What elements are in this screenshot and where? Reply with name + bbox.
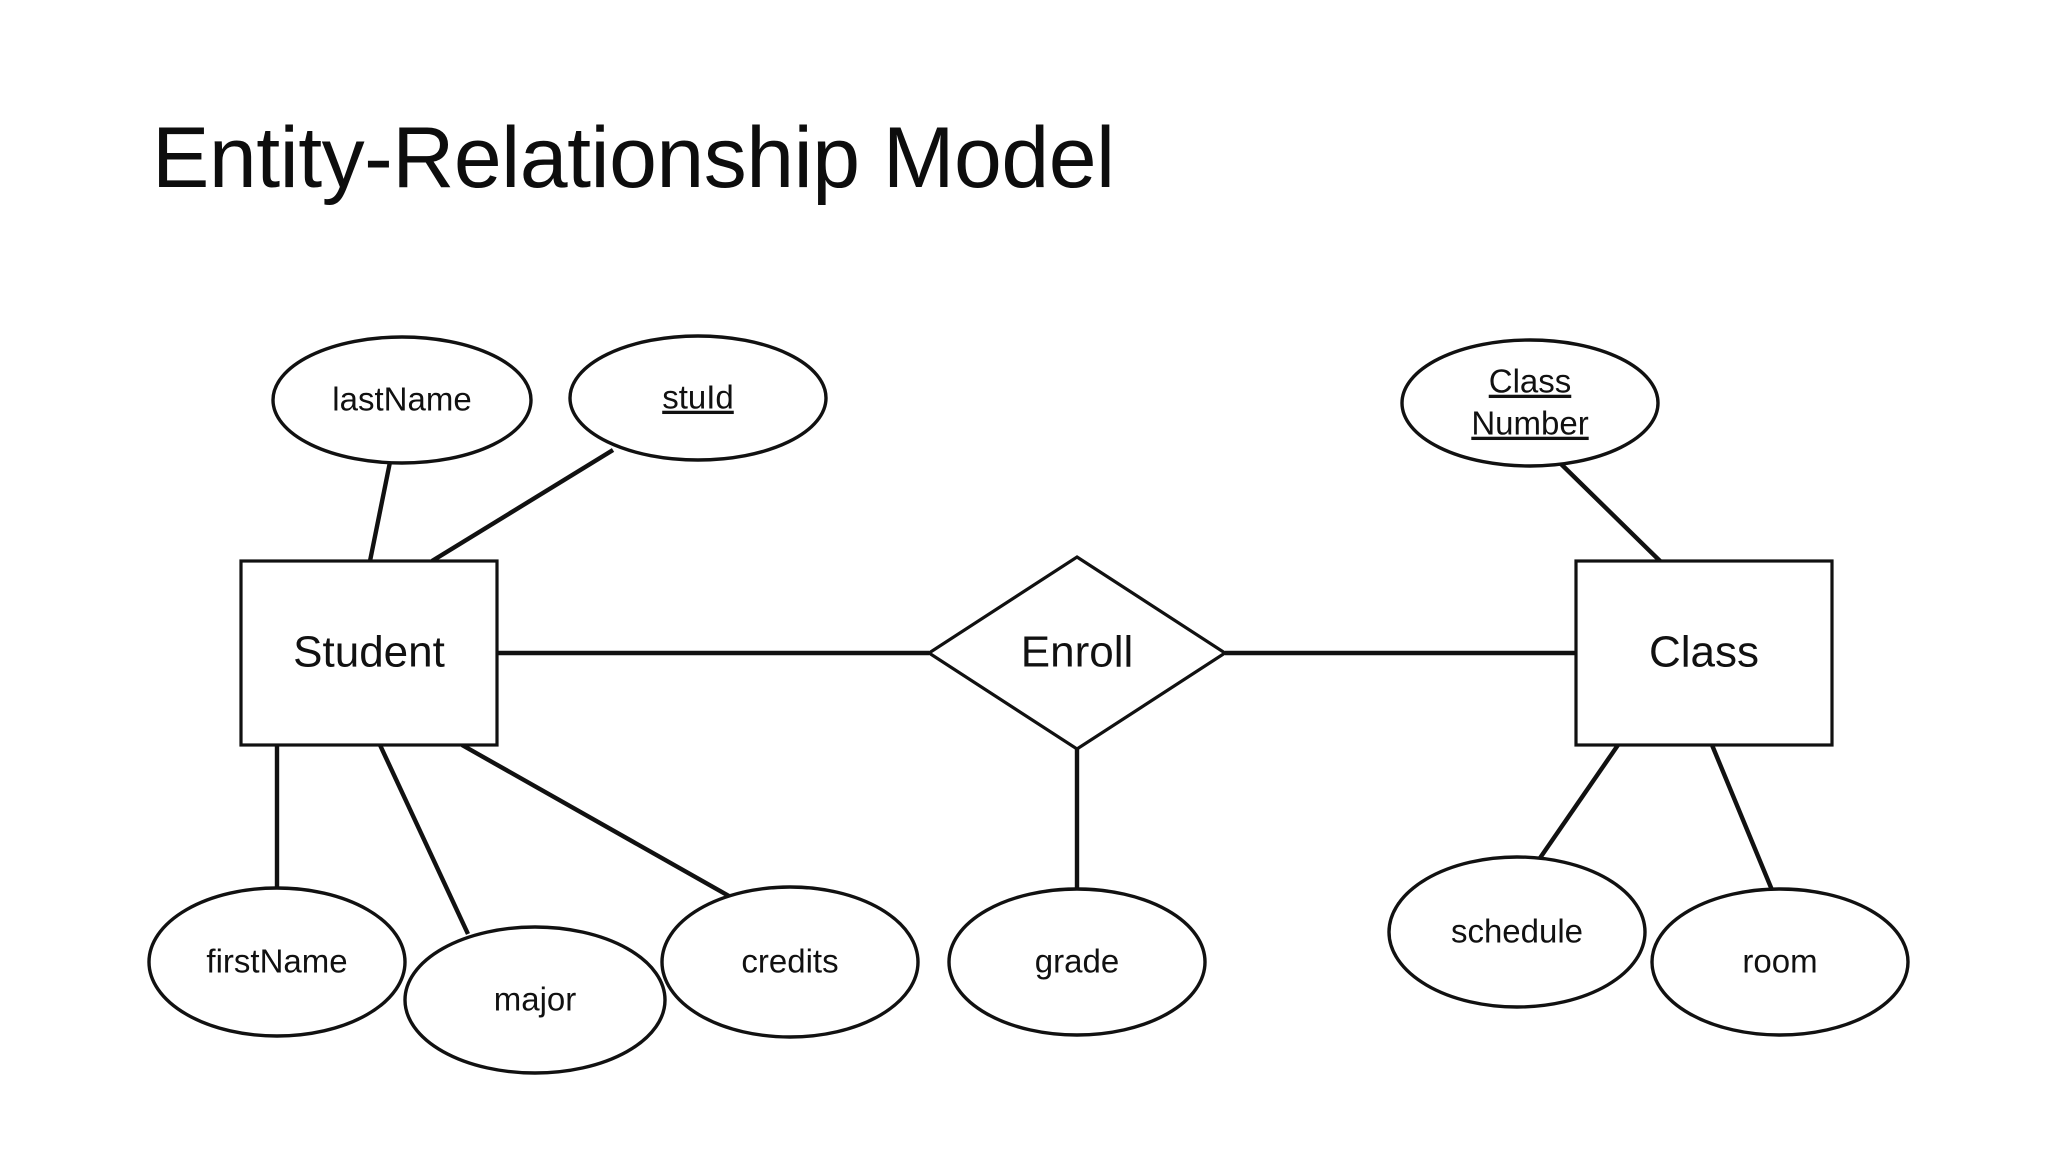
connector-student-major [378, 744, 470, 935]
attribute-ellipse-lastname[interactable] [271, 335, 533, 465]
attribute-label-grade: grade [1035, 943, 1119, 980]
attribute-label-major: major [494, 981, 577, 1018]
attribute-ellipse-stuid[interactable] [568, 334, 828, 462]
attribute-ellipse-firstname[interactable] [147, 886, 407, 1038]
attribute-label-classnumber: Number [1471, 405, 1588, 442]
attribute-ellipse-classnumber[interactable] [1400, 338, 1660, 468]
attribute-ellipse-credits[interactable] [660, 885, 920, 1039]
connector-class-classnumber [1558, 461, 1662, 563]
connector-class-schedule [1538, 743, 1620, 860]
connector-student-stuid [430, 448, 615, 563]
attribute-ellipse-schedule[interactable] [1387, 855, 1647, 1009]
attribute-label-room: room [1742, 943, 1817, 980]
attribute-label-lastname: lastName [332, 381, 471, 418]
connector-class-room [1709, 744, 1775, 891]
entity-box-class[interactable] [1574, 559, 1834, 747]
entity-box-student[interactable] [239, 559, 499, 747]
attribute-label-classnumber: Class [1489, 363, 1572, 400]
attribute-ellipse-room[interactable] [1650, 887, 1910, 1037]
relationship-label-enroll: Enroll [1021, 628, 1134, 677]
attribute-label-firstname: firstName [206, 943, 347, 980]
relationship-diamond-enroll[interactable] [926, 555, 1228, 751]
entity-label-class: Class [1649, 628, 1759, 677]
connector-student-lastname [367, 461, 393, 562]
attribute-ellipse-grade[interactable] [947, 887, 1207, 1037]
attribute-ellipse-major[interactable] [403, 925, 667, 1075]
attribute-label-stuid: stuId [662, 379, 734, 416]
connector-layer [274, 448, 1775, 935]
page-title: Entity-Relationship Model [152, 110, 1115, 206]
connector-student-credits [460, 743, 738, 902]
attribute-label-schedule: schedule [1451, 913, 1583, 950]
entity-label-student: Student [293, 628, 445, 677]
attribute-label-credits: credits [741, 943, 838, 980]
shape-layer [147, 334, 1910, 1075]
